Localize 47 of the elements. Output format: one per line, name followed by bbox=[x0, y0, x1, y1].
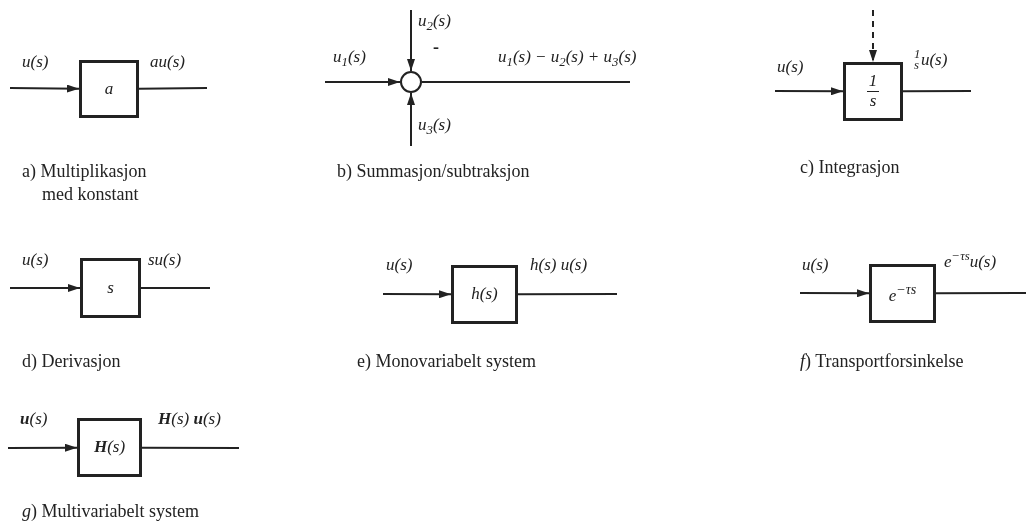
transfer-block: H(s) bbox=[77, 418, 142, 477]
signal-label: u(s) bbox=[22, 251, 49, 268]
transfer-block: h(s) bbox=[451, 265, 518, 324]
summing-junction bbox=[400, 71, 422, 93]
signal-label: u(s) bbox=[777, 58, 804, 75]
signal-label: su(s) bbox=[148, 251, 182, 268]
caption: a) Multiplikasjon med konstant bbox=[22, 160, 148, 207]
signal-label: h(s) u(s) bbox=[530, 256, 588, 273]
arrow bbox=[869, 9, 877, 63]
signal-label: u(s) bbox=[802, 256, 829, 273]
arrow bbox=[407, 9, 415, 72]
signal-label: au(s) bbox=[150, 53, 185, 70]
signal-line bbox=[138, 87, 208, 90]
arrow bbox=[324, 78, 401, 86]
transfer-block: a bbox=[79, 60, 139, 118]
caption: b) Summasjon/subtraksjon bbox=[337, 160, 531, 183]
arrow bbox=[799, 289, 870, 298]
caption: f) Transportforsinkelse bbox=[800, 350, 965, 373]
signal-line bbox=[140, 287, 211, 289]
minus-sign: - bbox=[433, 38, 439, 56]
signal-line bbox=[935, 292, 1027, 295]
arrow bbox=[7, 443, 78, 452]
signal-line bbox=[902, 90, 972, 93]
arrow bbox=[382, 290, 452, 299]
signal-label: H(s) u(s) bbox=[158, 410, 221, 427]
signal-line bbox=[517, 293, 618, 296]
caption: c) Integrasjon bbox=[800, 156, 901, 179]
signal-line bbox=[141, 446, 240, 449]
signal-label: e$^{−τs}$u(s) bbox=[944, 250, 997, 270]
caption: e) Monovariabelt system bbox=[357, 350, 537, 373]
arrow bbox=[9, 84, 80, 93]
caption: d) Derivasjon bbox=[22, 350, 122, 373]
transfer-block: e$^{−τs}$ bbox=[869, 264, 936, 323]
signal-label: u(s) bbox=[386, 256, 413, 273]
signal-line bbox=[421, 81, 631, 83]
signal-label: u(s) bbox=[22, 53, 49, 70]
arrow bbox=[9, 284, 81, 292]
arrow bbox=[774, 87, 844, 96]
signal-label: u$_{2}$(s) bbox=[418, 12, 451, 33]
signal-label: u$_{1}$(s) − u$_{2}$(s) + u$_{3}$(s) bbox=[498, 48, 637, 69]
caption: g) Multivariabelt system bbox=[22, 500, 200, 523]
transfer-block: s bbox=[80, 258, 141, 318]
signal-label: u$_{3}$(s) bbox=[418, 116, 451, 137]
signal-label: u$_{1}$(s) bbox=[333, 48, 366, 69]
transfer-block: 1 s bbox=[843, 62, 903, 121]
arrow bbox=[407, 92, 415, 147]
signal-label: u(s) bbox=[20, 410, 48, 427]
